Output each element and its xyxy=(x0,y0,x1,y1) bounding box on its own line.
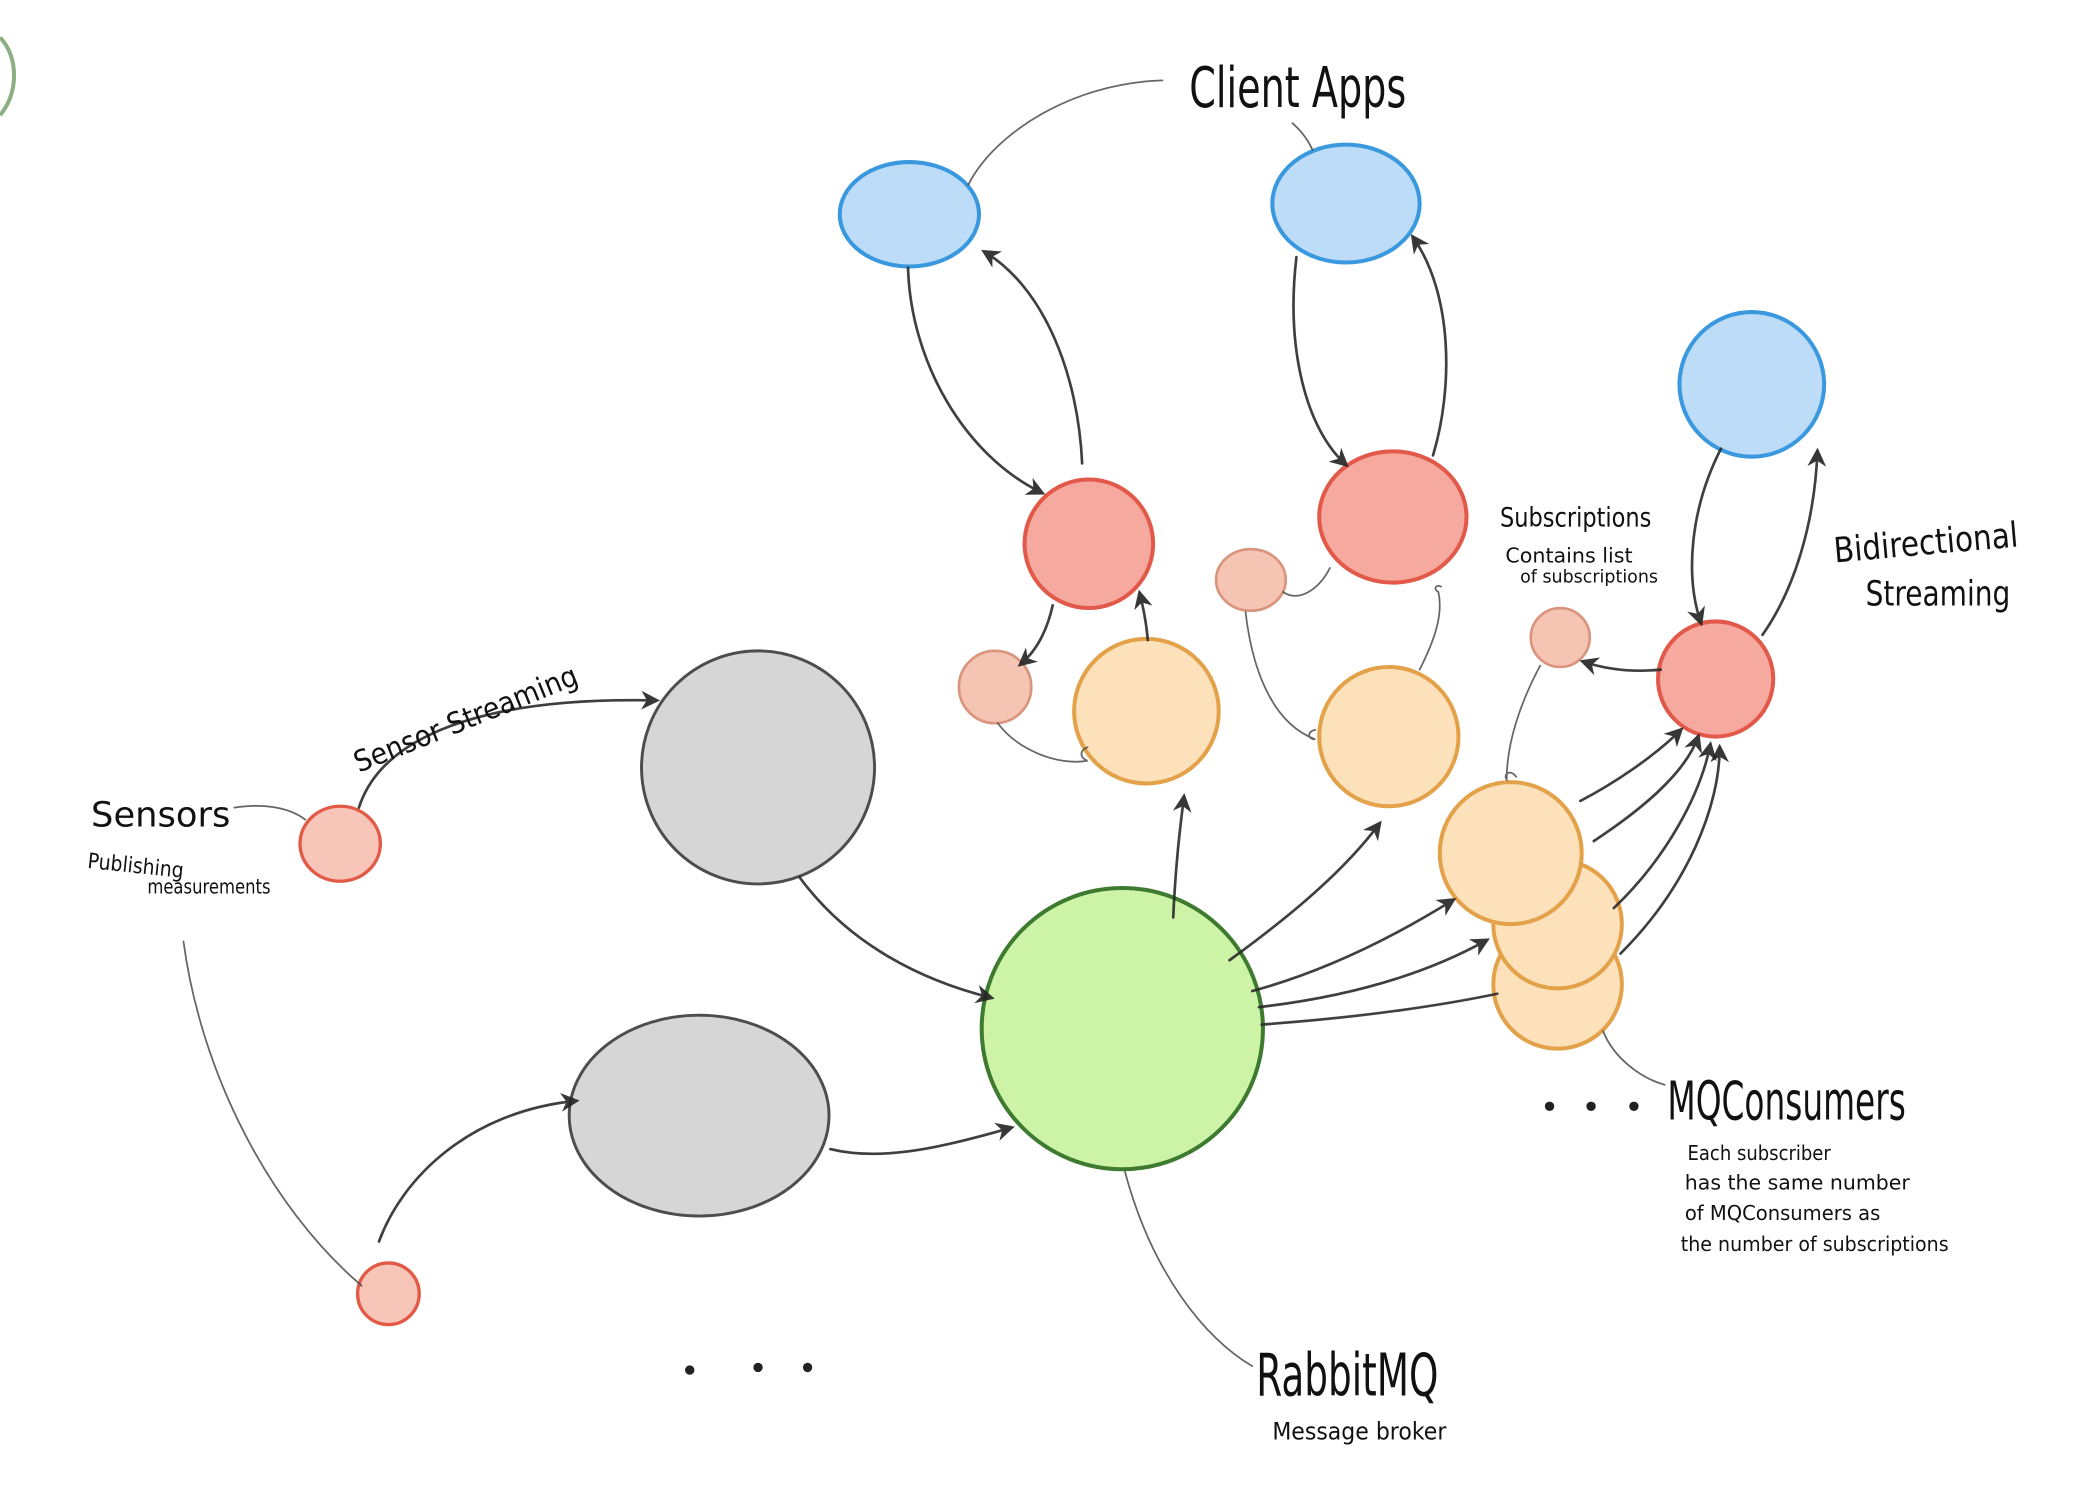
edge-client-3-to-subscription-3 xyxy=(1687,447,1723,627)
sensors-leader xyxy=(233,805,307,821)
edge-gateway-1-to-rabbitmq xyxy=(798,875,995,1004)
ellipsis-dots-consumers xyxy=(1544,1101,1639,1111)
edge-rabbitmq-to-stack-1 xyxy=(1250,898,1457,993)
edge-subscription-1-to-list-1 xyxy=(1017,604,1055,667)
client-apps-leader-2 xyxy=(1291,122,1314,151)
edge-gateway-2-to-rabbitmq xyxy=(829,1122,1015,1156)
mq-consumer-stack-node-1 xyxy=(1437,780,1584,927)
link-list-2-to-consumer-2 xyxy=(1244,611,1317,741)
edge-rabbitmq-to-consumer-2 xyxy=(1228,820,1382,962)
subscription-node-3 xyxy=(1656,619,1776,739)
sensors-note-line-2: measurements xyxy=(147,874,270,898)
edge-subscription-3-to-client-3 xyxy=(1761,447,1827,637)
bidirectional-label: Bidirectional xyxy=(1832,516,2020,572)
rabbitmq-leader xyxy=(1124,1171,1254,1367)
mqconsumers-label: MQConsumers xyxy=(1667,1070,1905,1133)
edge-subscription-1-to-client-1 xyxy=(981,249,1084,465)
subscription-node-2 xyxy=(1317,449,1469,585)
rabbitmq-node xyxy=(979,885,1265,1172)
edge-stack-to-subscription-3-a xyxy=(1579,727,1684,803)
subscriptions-label: Subscriptions xyxy=(1500,502,1651,533)
client-app-node-1 xyxy=(837,160,982,269)
edge-stack-to-subscription-3-c xyxy=(1612,740,1717,910)
client-app-node-3 xyxy=(1677,310,1827,459)
mqconsumers-note-line-2: has the same number xyxy=(1685,1170,1911,1194)
edge-subscription-2-to-client-2 xyxy=(1410,233,1448,457)
edge-sensor-1-to-gateway-1 xyxy=(357,690,660,809)
subscription-node-1 xyxy=(1022,477,1156,611)
subscription-list-node-1 xyxy=(957,649,1033,725)
edge-client-2-to-subscription-2 xyxy=(1292,255,1349,468)
sensor-node-2 xyxy=(355,1261,421,1327)
mq-consumer-node-1 xyxy=(1072,636,1221,786)
edge-client-1-to-subscription-1 xyxy=(906,266,1046,495)
mqconsumers-leader xyxy=(1602,1030,1666,1086)
client-app-node-2 xyxy=(1270,142,1422,265)
client-apps-leader-1 xyxy=(967,79,1164,186)
link-consumer-2-to-subscription-2 xyxy=(1418,585,1442,671)
edge-rabbitmq-to-stack-3 xyxy=(1260,992,1499,1026)
edge-subscription-3-to-list-3 xyxy=(1579,657,1663,676)
sensors-to-sensor-2-line xyxy=(182,940,363,1287)
subscription-list-node-3 xyxy=(1529,606,1592,669)
edge-rabbitmq-to-consumer-1 xyxy=(1171,793,1192,919)
subscriptions-note-line-2: of subscriptions xyxy=(1520,568,1658,588)
edge-stack-to-subscription-3-b xyxy=(1592,733,1702,843)
stream-gateway-node-2 xyxy=(567,1013,831,1218)
mqconsumers-note-line-3: of MQConsumers as xyxy=(1685,1201,1881,1225)
mq-consumer-node-2 xyxy=(1317,664,1461,809)
streaming-label: Streaming xyxy=(1866,574,2011,614)
mqconsumers-note-line-1: Each subscriber xyxy=(1688,1141,1832,1165)
edge-stack-to-subscription-3-d xyxy=(1619,743,1730,955)
sensor-node-1 xyxy=(298,804,383,883)
ellipsis-dots-sensors xyxy=(685,1362,813,1375)
sensor-streaming-label: Sensor Streaming xyxy=(349,658,583,779)
link-list-1-to-consumer-1 xyxy=(996,722,1089,763)
mqconsumers-note-line-4: the number of subscriptions xyxy=(1681,1232,1949,1256)
partial-node-arc xyxy=(0,36,17,117)
link-list-2-to-subscription-2 xyxy=(1282,566,1331,597)
edge-consumer-1-to-subscription-1 xyxy=(1134,589,1153,642)
sensors-label: Sensors xyxy=(91,795,230,835)
edge-sensor-2-to-gateway-2 xyxy=(377,1093,580,1243)
edge-rabbitmq-to-stack-2 xyxy=(1257,938,1490,1009)
link-list-3-to-consumer-stack xyxy=(1504,664,1542,783)
subscription-list-node-2 xyxy=(1214,547,1288,613)
client-apps-label: Client Apps xyxy=(1189,56,1406,121)
stream-gateway-node-1 xyxy=(640,649,877,886)
subscriptions-note-line-1: Contains list xyxy=(1505,544,1632,568)
rabbitmq-label: RabbitMQ xyxy=(1256,1341,1438,1410)
message-broker-label: Message broker xyxy=(1272,1418,1446,1446)
